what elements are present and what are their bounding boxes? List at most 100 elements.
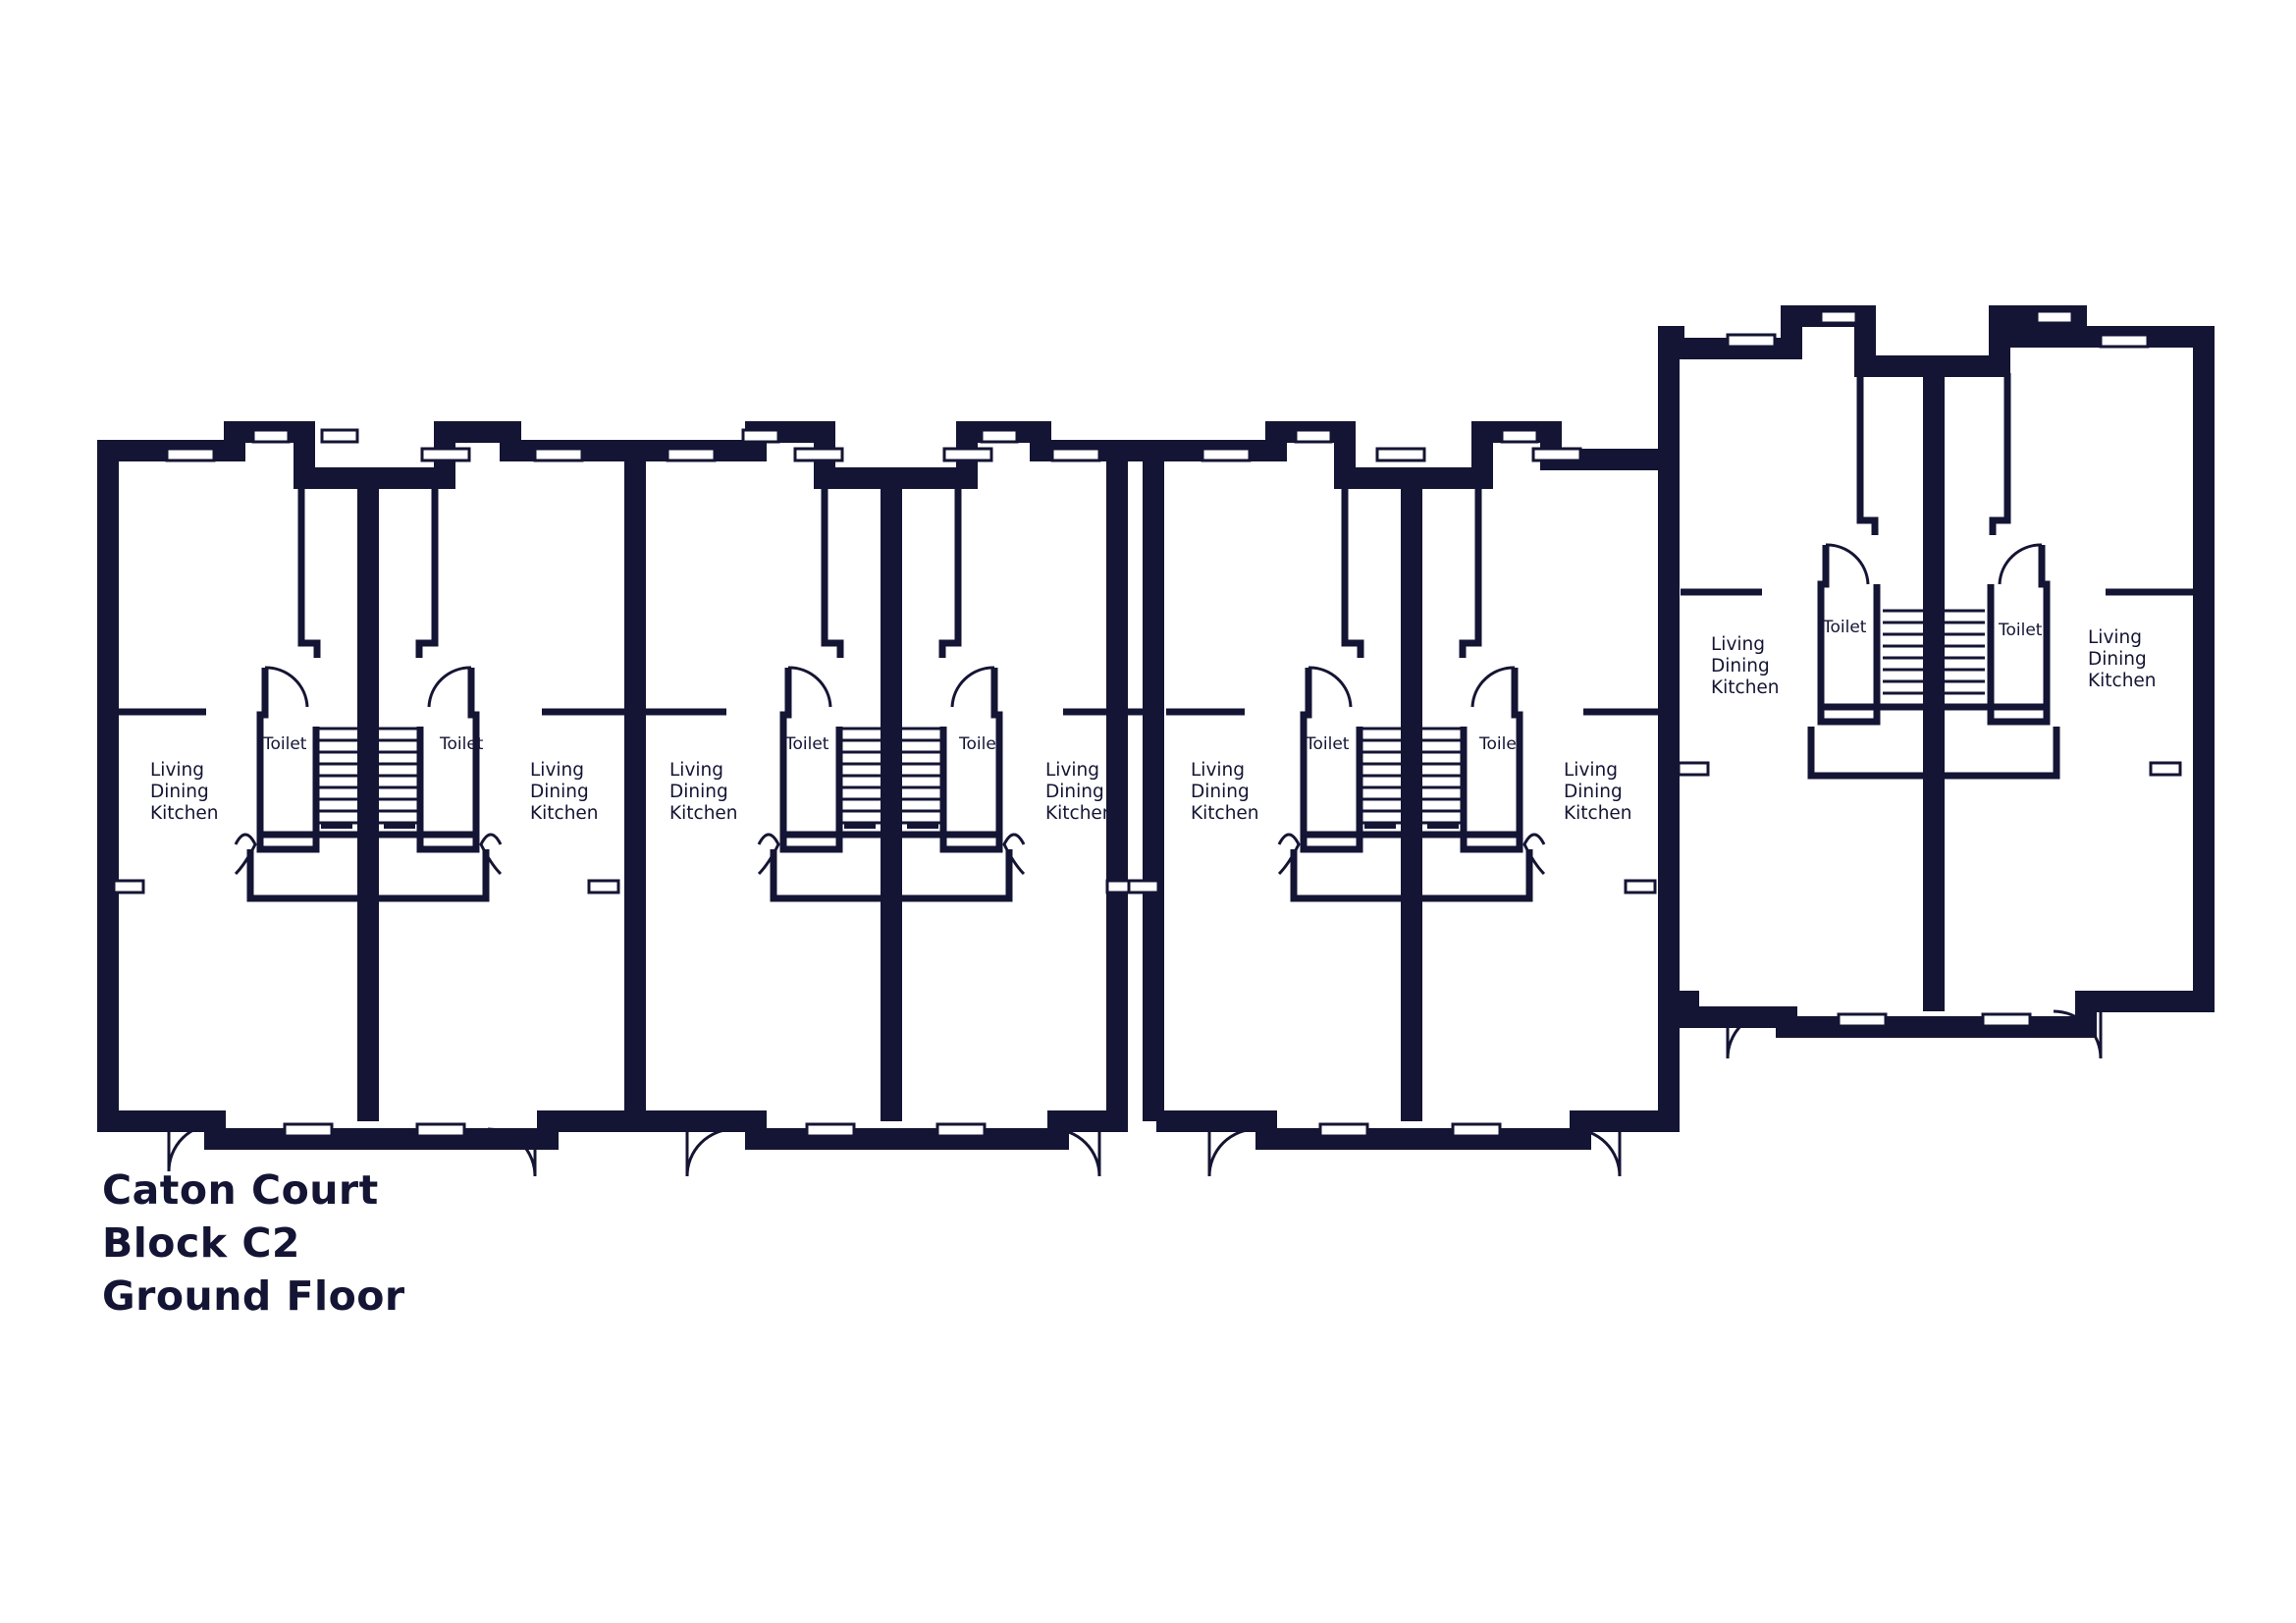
interior-partitions	[118, 373, 2194, 902]
toilet-label: Toilet	[1478, 734, 1523, 754]
plan-title: Caton Court Block C2 Ground Floor	[102, 1163, 405, 1323]
window	[420, 447, 471, 462]
stair-landing	[1427, 823, 1459, 829]
window	[165, 447, 216, 462]
toilet-door	[787, 666, 832, 708]
vent	[1624, 879, 1657, 894]
walls	[97, 305, 2215, 1150]
core-partition	[1290, 849, 1533, 902]
doors	[167, 543, 2103, 1177]
entrance-door	[1572, 1127, 1622, 1177]
stairs	[319, 609, 1985, 829]
entrance-door	[1726, 1009, 1776, 1059]
store-door	[1002, 833, 1026, 876]
outer-wall-right-block	[1658, 305, 2215, 1038]
stair-landing	[321, 823, 352, 829]
room-label-line: Living	[1711, 634, 1765, 655]
room-label-line: Dining	[1045, 782, 1104, 802]
window	[1726, 333, 1777, 349]
core-partition	[1341, 496, 1364, 658]
window	[1318, 1122, 1369, 1138]
core-partition	[1459, 496, 1482, 658]
title-line-block: Block C2	[102, 1219, 300, 1267]
stair-landing	[1364, 823, 1396, 829]
toilet-door	[1998, 543, 2043, 585]
entrance-door	[1207, 1127, 1257, 1177]
room-label-line: Dining	[150, 782, 209, 802]
window	[283, 1122, 334, 1138]
window	[1531, 447, 1582, 462]
core-partition	[770, 849, 1013, 902]
window	[935, 1122, 987, 1138]
core-partition	[416, 668, 480, 853]
store-door	[1277, 833, 1301, 876]
core-partition	[938, 496, 962, 658]
core-partition	[1817, 545, 1881, 726]
vent	[112, 879, 145, 894]
vent	[2149, 761, 2182, 777]
window	[1500, 428, 1539, 444]
room-label-line: Kitchen	[2088, 671, 2157, 691]
window	[2035, 309, 2074, 325]
room-label-line: Living	[150, 760, 204, 781]
window	[1375, 447, 1426, 462]
room-label-line: Kitchen	[1564, 803, 1632, 824]
stair-landing	[907, 823, 938, 829]
room-label-line: Living	[1191, 760, 1245, 781]
core-partition	[246, 849, 490, 902]
toilet-door	[1470, 666, 1516, 708]
room-label-line: Dining	[2088, 649, 2147, 670]
window	[2099, 333, 2150, 349]
core-partition	[821, 496, 844, 658]
room-label-line: Dining	[1711, 656, 1770, 676]
core-partition	[939, 668, 1003, 853]
window	[942, 447, 993, 462]
entrance-door	[1051, 1127, 1101, 1177]
room-label-line: Kitchen	[1191, 803, 1259, 824]
core-partition	[1460, 668, 1523, 853]
room-label-line: Living	[1045, 760, 1099, 781]
window	[1819, 309, 1858, 325]
toilet-door	[427, 666, 472, 708]
core-partition	[1987, 545, 2051, 726]
window	[666, 447, 717, 462]
toilet-label: Toilet	[1822, 618, 1867, 637]
window	[533, 447, 584, 462]
toilet-door	[1308, 666, 1353, 708]
toilet-label: Toilet	[958, 734, 1003, 754]
outer-wall-left-terrace-south	[1156, 460, 1680, 1150]
toilet-label: Toilet	[439, 734, 484, 754]
core-partition	[1807, 727, 2060, 780]
window	[251, 428, 291, 444]
windows	[112, 309, 2182, 1138]
toilet-door	[264, 666, 309, 708]
window	[805, 1122, 856, 1138]
entrance-door	[487, 1127, 537, 1177]
room-label-line: Kitchen	[1711, 677, 1780, 698]
room-label-line: Kitchen	[150, 803, 219, 824]
window	[1294, 428, 1333, 444]
room-label-line: Kitchen	[1045, 803, 1114, 824]
window	[320, 428, 359, 444]
store-door	[757, 833, 780, 876]
room-label-line: Dining	[1564, 782, 1623, 802]
toilet-label: Toilet	[784, 734, 829, 754]
vent	[1127, 879, 1160, 894]
window	[1201, 447, 1252, 462]
window	[1451, 1122, 1502, 1138]
title-line-floor: Ground Floor	[102, 1272, 405, 1320]
entrance-door	[685, 1127, 735, 1177]
core-partition	[256, 668, 320, 853]
window	[415, 1122, 466, 1138]
vent	[587, 879, 620, 894]
toilet-label: Toilet	[1998, 621, 2043, 640]
